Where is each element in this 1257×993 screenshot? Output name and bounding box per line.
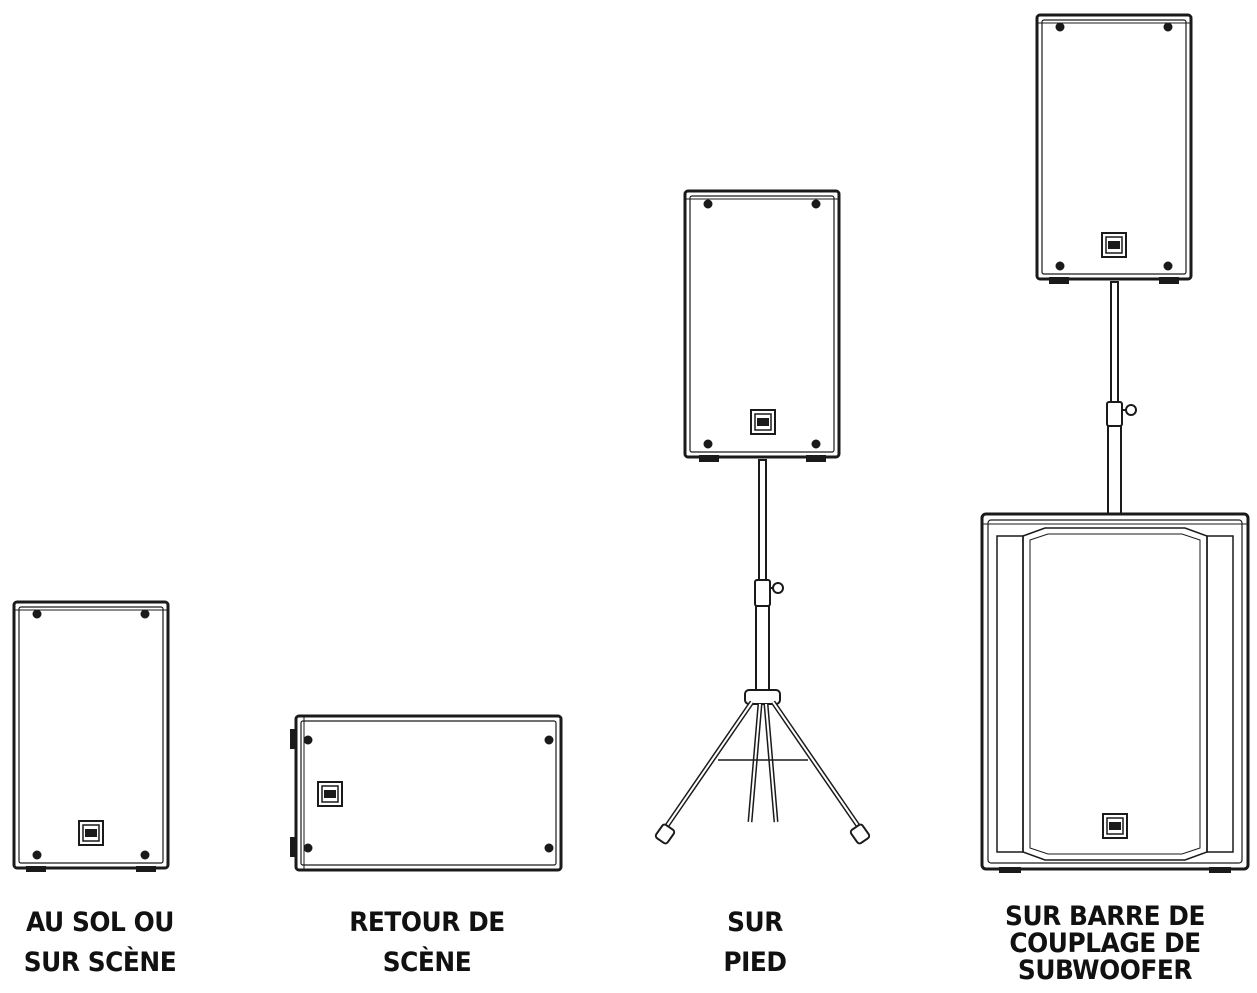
- caption-monitor-line2: SCÈNE: [382, 947, 472, 978]
- caption-sub-line1: SUR BARRE DE: [1005, 901, 1205, 932]
- floor-speaker: [12, 600, 170, 872]
- caption-monitor: RETOUR DE SCÈNE: [335, 903, 519, 983]
- caption-sub: SUR BARRE DE COUPLAGE DE SUBWOOFER: [990, 903, 1220, 984]
- pole-speaker: [1035, 13, 1193, 284]
- caption-stand: SUR PIED: [663, 903, 847, 983]
- coupling-pole: [1106, 281, 1137, 515]
- caption-monitor-line1: RETOUR DE: [349, 907, 505, 938]
- caption-sub-line2: COUPLAGE DE: [1009, 928, 1201, 959]
- stand-speaker: [683, 189, 841, 462]
- caption-floor: AU SOL OU SUR SCÈNE: [8, 903, 192, 983]
- subwoofer: [980, 512, 1250, 873]
- caption-stand-line2: PIED: [723, 947, 787, 978]
- monitor-speaker: [290, 714, 563, 872]
- caption-floor-line1: AU SOL OU: [26, 907, 174, 938]
- caption-stand-line1: SUR: [727, 907, 783, 938]
- caption-sub-line3: SUBWOOFER: [1017, 955, 1193, 986]
- caption-floor-line2: SUR SCÈNE: [23, 947, 177, 978]
- tripod-stand: [654, 459, 871, 845]
